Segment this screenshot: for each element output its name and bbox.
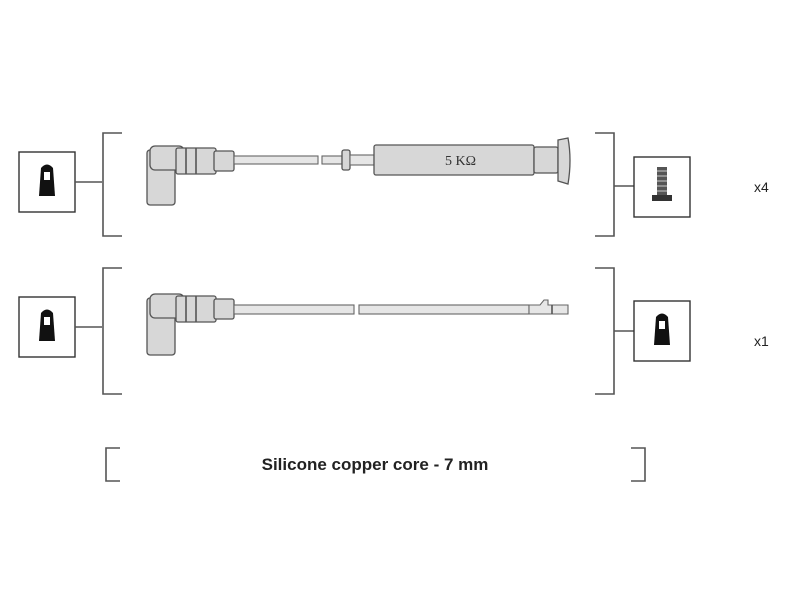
cable-segment: [233, 304, 355, 315]
quantity-label: x1: [754, 333, 769, 349]
caption-bracket-right: [631, 447, 646, 482]
distributor-end: [533, 137, 571, 185]
bracket-left: [102, 267, 122, 395]
terminal-end: [528, 299, 569, 315]
collar-sleeve: [349, 154, 375, 166]
boot-terminal-icon: [633, 300, 691, 362]
angled-boot: [146, 145, 235, 206]
bracket-right: [595, 267, 615, 395]
bracket-left: [102, 132, 122, 237]
lead-top: 5 KΩ x4: [18, 132, 769, 237]
resistor-body: 5 KΩ: [373, 144, 535, 176]
boot-terminal-icon: [18, 296, 76, 358]
caption-bracket-left: [105, 447, 120, 482]
caption-group: Silicone copper core - 7 mm: [105, 447, 646, 482]
boot-terminal-icon: [18, 151, 76, 213]
bracket-right: [595, 132, 615, 237]
angled-boot: [146, 293, 235, 356]
cable-segment: [358, 304, 530, 315]
cable-segment: [233, 155, 319, 165]
collar: [341, 149, 351, 171]
caption-text: Silicone copper core - 7 mm: [262, 455, 489, 474]
quantity-label: x4: [754, 179, 769, 195]
lead-bottom: x1: [18, 267, 769, 395]
cable-joint: [321, 155, 343, 165]
resistor-label: 5 KΩ: [445, 154, 476, 169]
screw-terminal-icon: [633, 156, 691, 218]
